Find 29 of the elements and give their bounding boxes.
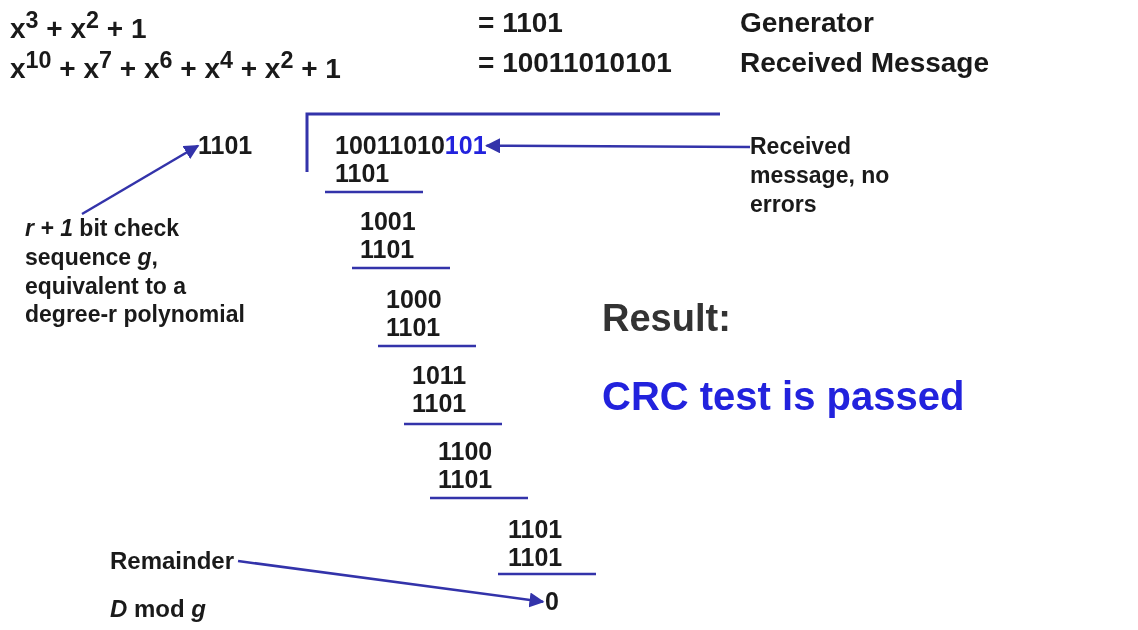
division-step-number: 1101 (386, 314, 441, 342)
equation-value: = 10011010101 (478, 48, 672, 79)
division-step-number: 1100 (438, 438, 493, 466)
dividend-number: 10011010101 (335, 132, 487, 160)
polynomial-formula: x$^{3}$ + x$^{2}$ + 1 (10, 8, 147, 46)
division-step-number: 1101 (335, 160, 390, 188)
arrow (485, 138, 750, 154)
arrow (237, 559, 545, 608)
division-step-number: 1101 (412, 390, 467, 418)
division-step-number: 1101 (508, 544, 563, 572)
divisor-number: 1101 (198, 132, 253, 160)
remainder-number: 0 (545, 588, 559, 616)
callout-text: Received message, no errors (750, 132, 950, 219)
arrow (81, 144, 200, 216)
callout-text: Remainder (110, 546, 235, 576)
equation-value: = 1101 (478, 8, 563, 39)
row-label: Received Message (740, 48, 990, 79)
division-step-number: 1011 (412, 362, 467, 390)
result-text: CRC test is passed (602, 374, 965, 418)
division-step-number: 1000 (386, 286, 442, 314)
row-label: Generator (740, 8, 874, 39)
callout-text: r + 1 bit check sequence g, equivalent to a degree-r polynomial (25, 214, 270, 329)
division-step-number: 1101 (508, 516, 563, 544)
polynomial-formula: x$^{10}$ + x$^{7}$ + x$^{6}$ + x$^{4}$ + x$^{2}$ + 1 (10, 48, 341, 86)
division-step-number: 1101 (438, 466, 493, 494)
callout-text: D mod g (110, 594, 206, 624)
division-step-number: 1101 (360, 236, 415, 264)
result-heading: Result: (602, 298, 731, 340)
division-step-number: 1001 (360, 208, 416, 236)
